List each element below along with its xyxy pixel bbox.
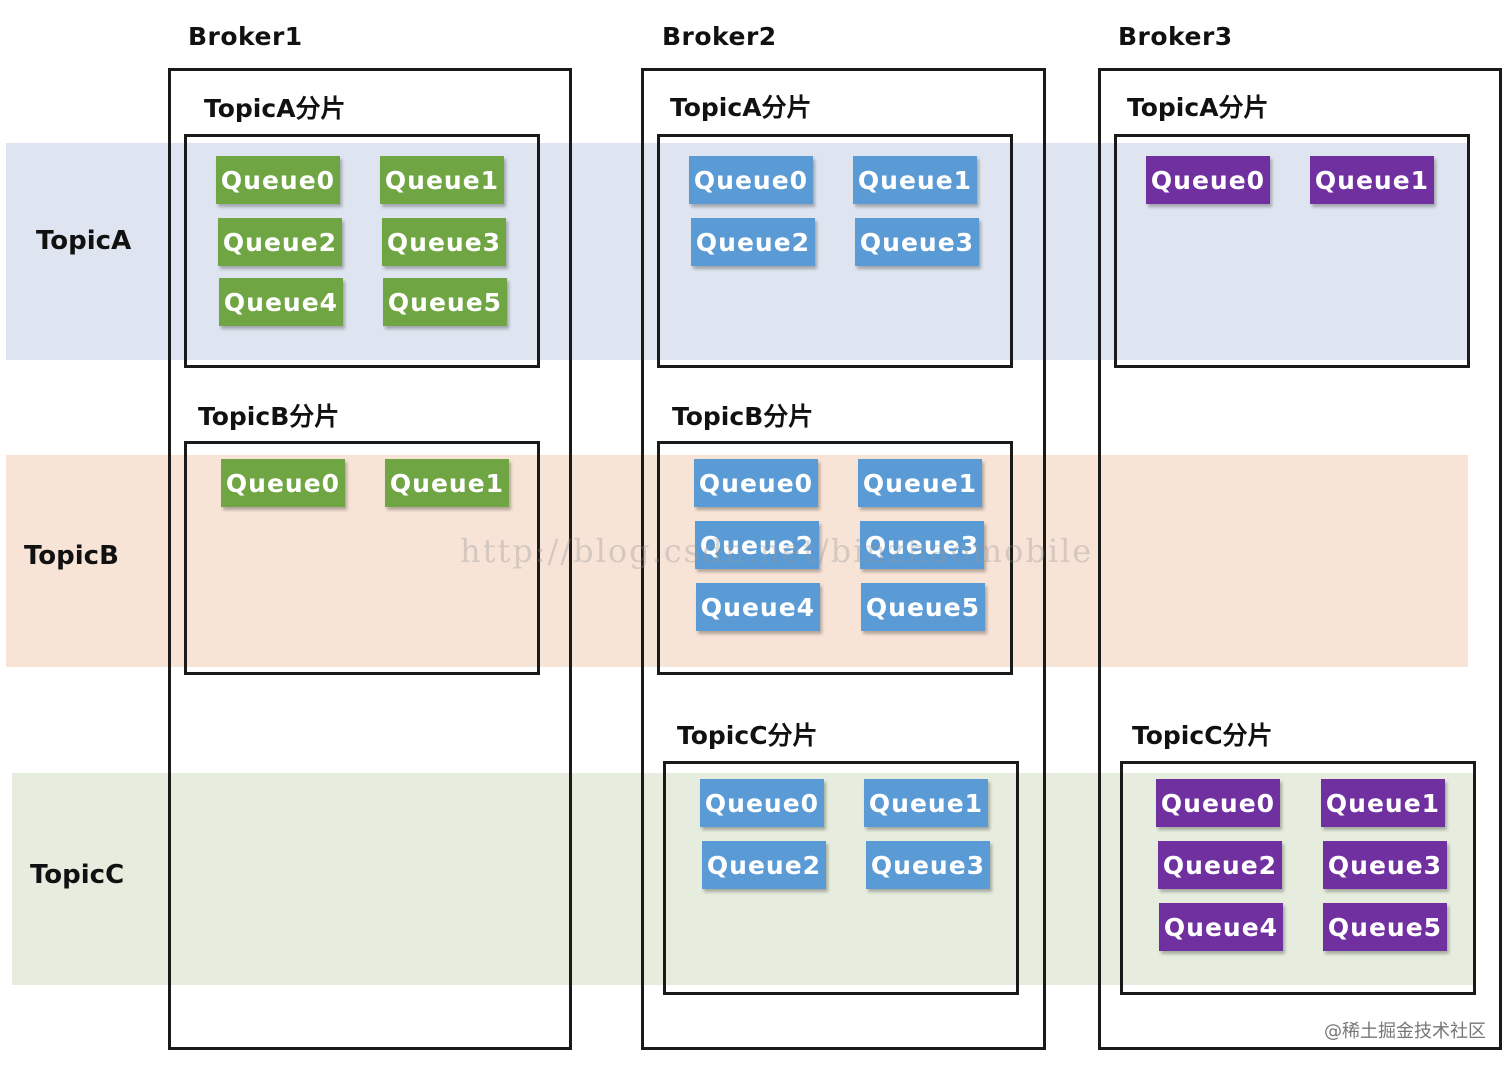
broker2-topicB-queue5: Queue5 <box>861 583 985 631</box>
broker1-topicA-queue1: Queue1 <box>380 156 504 204</box>
broker2-topicA-queue3: Queue3 <box>855 218 979 266</box>
broker1-topicA-queue5: Queue5 <box>383 278 507 326</box>
broker3-topicA-queue0: Queue0 <box>1146 156 1270 204</box>
broker3-title: Broker3 <box>1118 22 1233 51</box>
broker1-topicA-queue2: Queue2 <box>218 218 342 266</box>
broker2-topicC-partition <box>663 761 1019 995</box>
broker3-topicC-queue0: Queue0 <box>1156 779 1280 827</box>
broker3-topicC-partition-title: TopicC分片 <box>1132 721 1273 750</box>
broker1-box <box>168 68 572 1050</box>
broker2-topicB-partition-title: TopicB分片 <box>672 402 814 431</box>
broker1-topicA-partition-title: TopicA分片 <box>204 94 346 123</box>
broker2-topicC-queue0: Queue0 <box>700 779 824 827</box>
broker2-topicA-queue1: Queue1 <box>853 156 977 204</box>
broker2-topicC-queue2: Queue2 <box>702 841 826 889</box>
broker2-topicB-queue2: Queue2 <box>695 521 819 569</box>
row-label-topicA: TopicA <box>36 226 132 256</box>
broker3-topicA-partition-title: TopicA分片 <box>1127 93 1269 122</box>
broker2-topicB-queue0: Queue0 <box>694 459 818 507</box>
broker2-topicC-partition-title: TopicC分片 <box>677 721 818 750</box>
watermark-url: http://blog.csdn.net/binzhaomobile <box>460 532 1094 570</box>
broker2-topicB-queue4: Queue4 <box>696 583 820 631</box>
watermark-corner: @稀土掘金技术社区 <box>1324 1021 1486 1042</box>
broker1-topicA-queue4: Queue4 <box>219 278 343 326</box>
broker3-topicC-queue5: Queue5 <box>1323 903 1447 951</box>
broker3-box <box>1098 68 1502 1050</box>
broker1-topicA-queue3: Queue3 <box>382 218 506 266</box>
row-label-topicB: TopicB <box>24 541 119 571</box>
broker3-topicA-partition <box>1114 134 1470 368</box>
broker3-topicA-queue1: Queue1 <box>1310 156 1434 204</box>
broker1-title: Broker1 <box>188 22 303 51</box>
row-label-topicC: TopicC <box>30 860 125 890</box>
broker2-title: Broker2 <box>662 22 777 51</box>
broker1-topicA-queue0: Queue0 <box>216 156 340 204</box>
broker2-topicB-queue3: Queue3 <box>860 521 984 569</box>
broker2-topicC-queue1: Queue1 <box>864 779 988 827</box>
broker2-topicA-partition <box>657 134 1013 368</box>
broker2-topicA-queue0: Queue0 <box>689 156 813 204</box>
broker2-topicC-queue3: Queue3 <box>866 841 990 889</box>
broker2-topicB-queue1: Queue1 <box>858 459 982 507</box>
broker3-topicC-queue4: Queue4 <box>1159 903 1283 951</box>
broker2-topicA-queue2: Queue2 <box>691 218 815 266</box>
broker3-topicC-partition <box>1120 761 1476 995</box>
broker1-topicB-queue0: Queue0 <box>221 459 345 507</box>
broker3-topicC-queue2: Queue2 <box>1158 841 1282 889</box>
broker2-topicB-partition <box>657 441 1013 675</box>
broker3-topicC-queue1: Queue1 <box>1321 779 1445 827</box>
broker1-topicA-partition <box>184 134 540 368</box>
broker1-topicB-partition-title: TopicB分片 <box>198 402 340 431</box>
broker1-topicB-queue1: Queue1 <box>385 459 509 507</box>
broker1-topicB-partition <box>184 441 540 675</box>
broker2-box <box>641 68 1046 1050</box>
broker3-topicC-queue3: Queue3 <box>1323 841 1447 889</box>
broker2-topicA-partition-title: TopicA分片 <box>670 93 812 122</box>
